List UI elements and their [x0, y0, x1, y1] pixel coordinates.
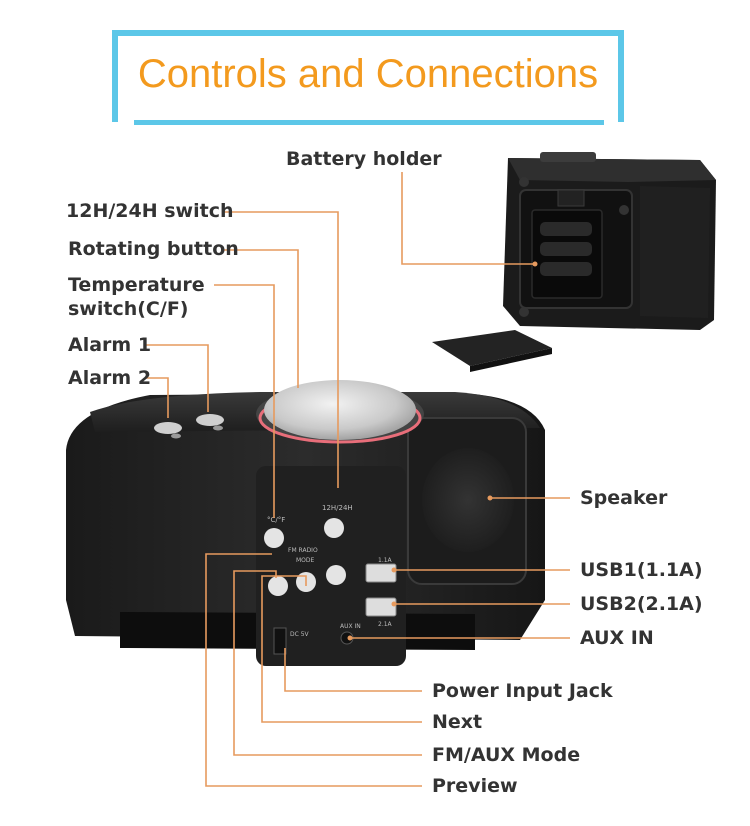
- device-mark-12h24h: 12H/24H: [322, 504, 353, 512]
- device-mark-cf: °C/°F: [267, 516, 285, 524]
- page-title: Controls and Connections: [137, 52, 599, 96]
- label-12h-24h-switch: 12H/24H switch: [66, 200, 234, 222]
- battery-cover: [432, 330, 552, 366]
- device-mark-usb1: 1.1A: [378, 557, 393, 564]
- leader-lines: [146, 172, 570, 787]
- label-preview: Preview: [432, 775, 518, 797]
- label-temperature-line2: switch(C/F): [68, 298, 189, 320]
- label-speaker: Speaker: [580, 487, 668, 509]
- device-mark-aux: AUX IN: [340, 623, 361, 630]
- device-mark-dc: DC 5V: [290, 631, 310, 638]
- label-alarm1: Alarm 1: [68, 334, 152, 356]
- label-fm-aux-mode: FM/AUX Mode: [432, 744, 581, 766]
- label-usb1: USB1(1.1A): [580, 559, 703, 581]
- label-usb2: USB2(2.1A): [580, 593, 703, 615]
- title-frame: [112, 30, 624, 122]
- leader-dots: [347, 261, 538, 641]
- device-mark-mode: MODE: [296, 557, 315, 564]
- device-mark-usb2: 2.1A: [378, 621, 393, 628]
- label-aux-in: AUX IN: [580, 627, 654, 649]
- label-rotating-button: Rotating button: [68, 238, 239, 260]
- device-mark-fm-radio: FM RADIO: [288, 547, 318, 554]
- label-alarm2: Alarm 2: [68, 367, 152, 389]
- rear-view-device: [503, 152, 716, 330]
- label-battery-holder: Battery holder: [286, 148, 442, 170]
- main-device: °C/°F 12H/24H FM RADIO MODE AUX IN DC 5V…: [66, 380, 545, 666]
- label-temperature-line1: Temperature: [68, 274, 205, 296]
- label-next: Next: [432, 711, 483, 733]
- title-underline: [134, 120, 604, 125]
- label-power-input-jack: Power Input Jack: [432, 680, 613, 702]
